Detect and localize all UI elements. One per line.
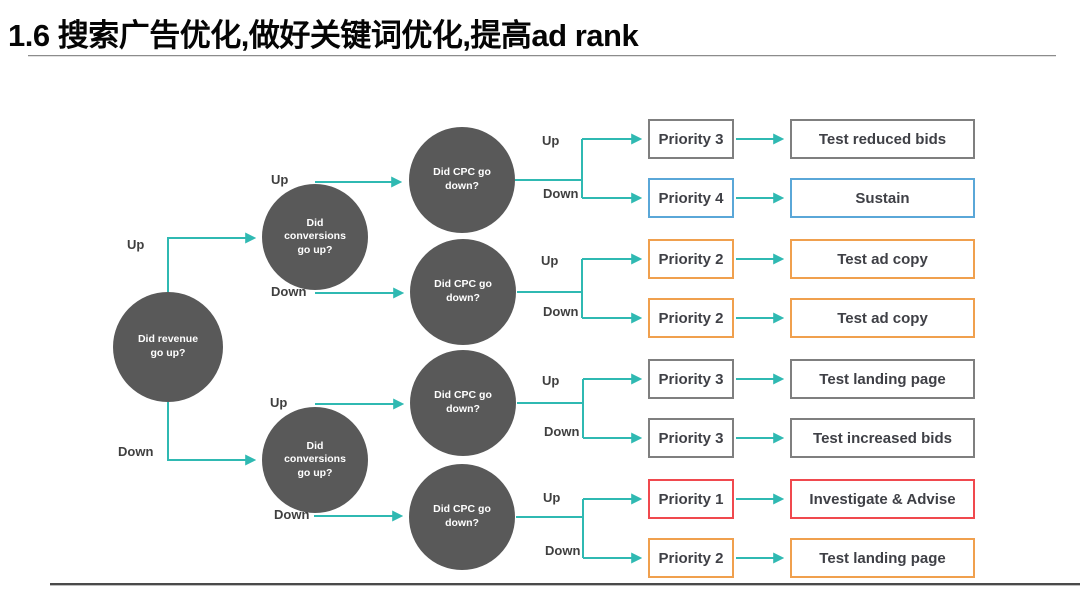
edge-label-cpc2-up: Up: [541, 253, 559, 268]
node-did-cpc-go-down-3: Did CPC go down?: [410, 350, 516, 456]
conversion-branch-arrows: [314, 176, 405, 522]
edge-label-cpc1-up: Up: [542, 133, 560, 148]
action-box-row-6: Test increased bids: [790, 418, 975, 458]
title-underline: [28, 55, 1056, 57]
edge-label-cpc2-down: Down: [543, 304, 579, 319]
action-box-row-3: Test ad copy: [790, 239, 975, 279]
cpc-branch-arrows: [515, 133, 643, 564]
edge-label-root-down: Down: [118, 444, 154, 459]
priority-box-row-7: Priority 1: [648, 479, 734, 519]
priority-box-row-8: Priority 2: [648, 538, 734, 578]
action-box-row-2: Sustain: [790, 178, 975, 218]
edge-label-cpc3-up: Up: [542, 373, 560, 388]
action-box-row-1: Test reduced bids: [790, 119, 975, 159]
edge-label-convup-down: Down: [271, 284, 307, 299]
arrow-root-down: [167, 402, 257, 466]
priority-box-row-5: Priority 3: [648, 359, 734, 399]
action-box-row-4: Test ad copy: [790, 298, 975, 338]
node-did-cpc-go-down-2: Did CPC go down?: [410, 239, 516, 345]
node-did-cpc-go-down-4: Did CPC go down?: [409, 464, 515, 570]
action-box-row-8: Test landing page: [790, 538, 975, 578]
edge-label-cpc3-down: Down: [544, 424, 580, 439]
node-did-conversions-go-up-top: Did conversions go up?: [262, 184, 368, 290]
priority-box-row-6: Priority 3: [648, 418, 734, 458]
priority-box-row-4: Priority 2: [648, 298, 734, 338]
priority-box-row-2: Priority 4: [648, 178, 734, 218]
edge-label-cpc4-up: Up: [543, 490, 561, 505]
edge-label-convup-up: Up: [271, 172, 289, 187]
priority-box-row-3: Priority 2: [648, 239, 734, 279]
action-box-row-5: Test landing page: [790, 359, 975, 399]
node-did-cpc-go-down-1: Did CPC go down?: [409, 127, 515, 233]
edge-label-convdown-up: Up: [270, 395, 288, 410]
node-did-revenue-go-up: Did revenue go up?: [113, 292, 223, 402]
root-branch-arrows: [167, 232, 257, 466]
edge-label-convdown-down: Down: [274, 507, 310, 522]
bottom-divider: [50, 583, 1080, 586]
node-did-conversions-go-up-bottom: Did conversions go up?: [262, 407, 368, 513]
action-box-row-7: Investigate & Advise: [790, 479, 975, 519]
edge-label-root-up: Up: [127, 237, 145, 252]
priority-box-row-1: Priority 3: [648, 119, 734, 159]
slide-title: 1.6 搜索广告优化,做好关键词优化,提高ad rank: [8, 18, 639, 53]
priority-to-action-arrows: [736, 133, 785, 564]
edge-label-cpc4-down: Down: [545, 543, 581, 558]
edge-label-cpc1-down: Down: [543, 186, 579, 201]
arrow-root-up: [167, 232, 257, 292]
